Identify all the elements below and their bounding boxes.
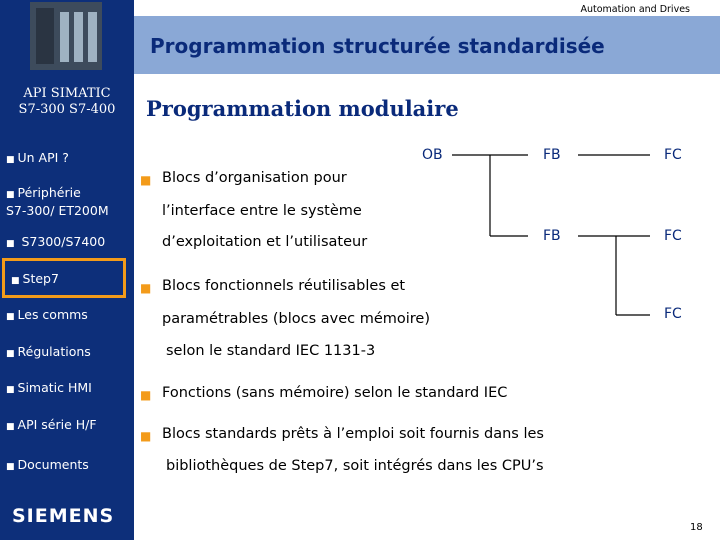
text-line-3: d’exploitation et l’utilisateur <box>162 234 368 250</box>
nav-item-regulations[interactable]: ■Régulations <box>6 344 91 359</box>
text-line-5: paramétrables (blocs avec mémoire) <box>162 311 430 327</box>
section-title: Programmation modulaire <box>146 96 459 121</box>
nav-item-un-api[interactable]: ■Un API ? <box>6 150 69 165</box>
bullet-icon: ■ <box>6 312 15 322</box>
block-ob: OB <box>420 147 445 163</box>
top-bar-text: Automation and Drives <box>580 4 690 15</box>
block-fb-2: FB <box>541 228 563 244</box>
bullet-icon: ■ <box>6 190 15 200</box>
text-line-7: Fonctions (sans mémoire) selon le standa… <box>162 385 508 401</box>
nav-item-peripherie[interactable]: ■Périphérie S7-300/ ET200M <box>6 185 109 218</box>
bullet-icon: ■ <box>6 239 15 249</box>
bullet-icon: ■ <box>6 349 15 359</box>
nav-item-simatic-hmi[interactable]: ■Simatic HMI <box>6 380 92 395</box>
sidebar: API SIMATIC S7-300 S7-400 ■Un API ? ■Pér… <box>0 0 134 540</box>
sidebar-title: API SIMATIC S7-300 S7-400 <box>18 86 116 117</box>
bullet-icon: ■ <box>140 281 152 295</box>
nav-item-documents[interactable]: ■Documents <box>6 457 89 472</box>
bullet-icon: ■ <box>6 155 15 165</box>
bullet-icon: ■ <box>140 173 152 187</box>
text-line-6: selon le standard IEC 1131-3 <box>166 343 376 359</box>
bullet-icon: ■ <box>140 388 152 402</box>
bullet-icon: ■ <box>6 422 15 432</box>
bullet-icon: ■ <box>11 276 20 286</box>
text-line-9: bibliothèques de Step7, soit intégrés da… <box>166 458 544 474</box>
page-number: 18 <box>690 522 703 533</box>
block-fc-2: FC <box>662 228 684 244</box>
plc-image <box>30 2 102 70</box>
bullet-icon: ■ <box>6 385 15 395</box>
page-title: Programmation structurée standardisée <box>150 34 605 58</box>
block-fb-1: FB <box>541 147 563 163</box>
nav-item-step7[interactable]: ■Step7 <box>2 258 126 298</box>
text-line-8: Blocs standards prêts à l’emploi soit fo… <box>162 426 544 442</box>
nav-item-s7300-s7400[interactable]: ■ S7300/S7400 <box>6 234 106 249</box>
nav-item-api-serie-hf[interactable]: ■API série H/F <box>6 417 97 432</box>
bullet-icon: ■ <box>6 462 15 472</box>
title-bar: Programmation structurée standardisée <box>134 16 720 74</box>
nav-item-les-comms[interactable]: ■Les comms <box>6 307 88 322</box>
block-fc-1: FC <box>662 147 684 163</box>
text-line-4: Blocs fonctionnels réutilisables et <box>162 278 406 294</box>
siemens-logo: SIEMENS <box>12 505 115 527</box>
block-fc-3: FC <box>662 306 684 322</box>
top-bar: Automation and Drives <box>134 0 720 16</box>
text-line-2: l’interface entre le système <box>162 203 362 219</box>
text-line-1: Blocs d’organisation pour <box>162 170 347 186</box>
bullet-icon: ■ <box>140 429 152 443</box>
